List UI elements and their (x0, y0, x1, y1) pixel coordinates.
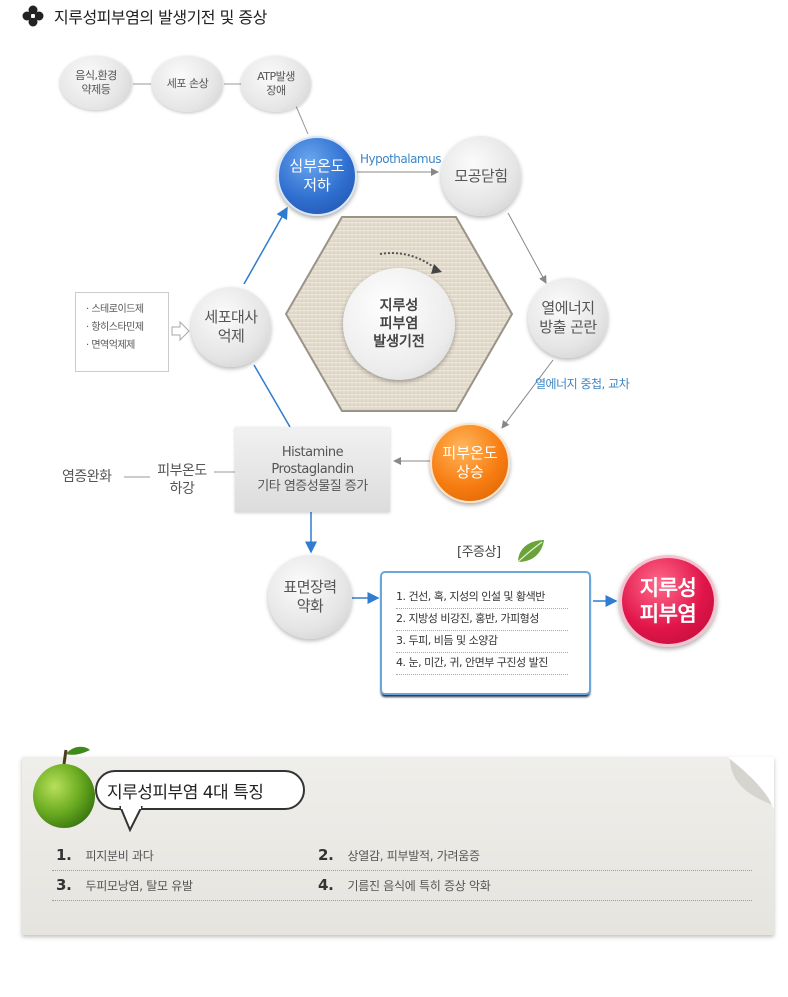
feature-number: 3. (56, 876, 72, 894)
feature-text: 기름진 음식에 특히 증상 악화 (347, 879, 491, 893)
symptom-item: 2. 지방성 비강진, 홍반, 가피형성 (396, 609, 568, 631)
feature-number: 1. (56, 846, 72, 864)
drug-item: · 면역억제제 (86, 340, 135, 351)
node-skin-temp-down: 피부온도 하강 (150, 462, 214, 498)
node-surface-tension-line1: 표면장력 (283, 578, 337, 597)
center-line1: 지루성 (379, 297, 419, 314)
title-row: 지루성피부염의 발생기전 및 증상 (22, 4, 267, 28)
feature-divider (52, 900, 752, 901)
leaf-icon (517, 540, 544, 563)
node-cell-damage-label: 세포 손상 (166, 77, 209, 91)
center-line3: 발생기전 (373, 334, 425, 351)
feature-item: 4. 기름진 음식에 특히 증상 악화 (318, 876, 491, 894)
node-heat-line1: 열에너지 (541, 299, 595, 318)
page-title: 지루성피부염의 발생기전 및 증상 (54, 8, 267, 27)
symptoms-title: [주증상] (457, 545, 501, 560)
feature-divider (52, 870, 752, 871)
node-skin-temp-up-line1: 피부온도 (442, 444, 498, 463)
node-core-temp-line2: 저하 (303, 176, 331, 194)
symptom-item: 4. 눈, 미간, 귀, 안면부 구진성 발진 (396, 653, 568, 675)
heat-accumulation-label: 열에너지 중첩, 교차 (535, 377, 630, 391)
symptom-item: 1. 건선, 혹, 지성의 인설 및 황색반 (396, 587, 568, 609)
node-diet-line1: 음식,환경 (75, 69, 117, 83)
feature-text: 상열감, 피부발적, 가려움증 (347, 849, 481, 863)
histamine-line3: 기타 염증성물질 증가 (257, 479, 368, 494)
page-curl-icon (728, 757, 774, 809)
drug-list-box: · 스테로이드제 · 항히스타민제 · 면역억제제 (75, 292, 169, 372)
drug-item: · 스테로이드제 (86, 304, 144, 315)
node-pore-label: 모공닫힘 (454, 166, 508, 185)
node-atp-line2: 장애 (266, 84, 286, 97)
histamine-line1: Histamine (281, 445, 344, 460)
node-atp-line1: ATP발생 (257, 70, 295, 84)
node-pore-closing: 모공닫힘 (441, 136, 521, 216)
feature-text: 피지분비 과다 (85, 849, 154, 863)
apple-icon (33, 746, 95, 828)
clover-icon (22, 5, 44, 27)
bubble-tail (119, 806, 143, 832)
drug-item: · 항히스타민제 (86, 322, 144, 333)
feature-item: 2. 상열감, 피부발적, 가려움증 (318, 846, 480, 864)
node-metabolism-line1: 세포대사 (204, 308, 258, 327)
node-result-line2: 피부염 (639, 602, 697, 626)
histamine-box: Histamine Prostaglandin 기타 염증성물질 증가 (235, 427, 390, 512)
node-heat-line2: 방출 곤란 (539, 318, 597, 336)
node-skin-temp-up-line2: 상승 (456, 463, 484, 481)
skin-temp-down-line2: 하강 (169, 481, 195, 497)
hypothalamus-label: Hypothalamus (360, 152, 441, 166)
feature-item: 1. 피지분비 과다 (56, 846, 154, 864)
node-metabolism-line2: 억제 (217, 327, 245, 345)
node-cell-damage: 세포 손상 (152, 56, 223, 112)
symptom-item: 3. 두피, 비듬 및 소양감 (396, 631, 568, 653)
skin-temp-down-line1: 피부온도 (157, 463, 207, 479)
symptoms-box: 1. 건선, 혹, 지성의 인설 및 황색반 2. 지방성 비강진, 홍반, 가… (380, 571, 591, 695)
node-inflammation-relief: 염증완화 (62, 469, 112, 485)
node-diet-line2: 약제등 (81, 83, 111, 96)
node-core-temp-line1: 심부온도 (289, 157, 345, 176)
feature-text: 두피모낭염, 탈모 유발 (85, 879, 194, 893)
feature-number: 4. (318, 876, 334, 894)
histamine-line2: Prostaglandin (271, 462, 354, 477)
center-line2: 피부염 (379, 315, 419, 332)
feature-number: 2. (318, 846, 334, 864)
node-surface-tension-line2: 약화 (296, 597, 324, 615)
features-title-bubble: 지루성피부염 4대 특징 (95, 770, 305, 810)
node-result-line1: 지루성 (639, 575, 697, 600)
feature-item: 3. 두피모낭염, 탈모 유발 (56, 876, 193, 894)
